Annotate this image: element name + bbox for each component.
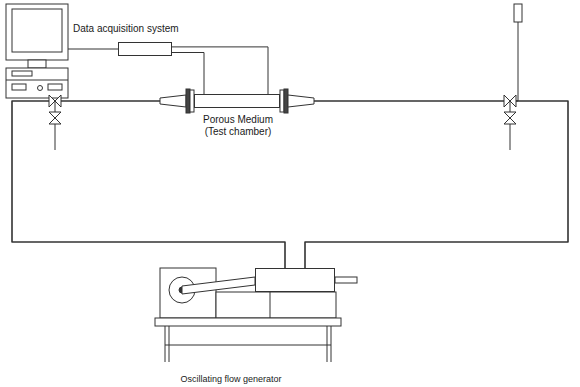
data-cable [68,49,118,50]
test-chamber: Porous Medium (Test chamber) [194,94,280,108]
flow-pipe [12,101,285,268]
right-valves [504,4,522,150]
signal-wire [172,47,268,94]
node-label: Porous Medium (Test chamber) [193,114,283,138]
node-label: Oscillating flow generator [136,373,326,385]
flow-generator-drawing [155,268,357,362]
daq-device: Data acquisition system [118,42,172,56]
node-label: Data acquisition system [73,23,223,35]
left-valves [49,95,61,150]
piston-cylinder: Oscillating flow generator [255,268,335,292]
signal-wire [172,53,204,95]
flow-pipe [280,101,568,268]
chamber-flanges [160,89,314,113]
computer [6,4,68,98]
